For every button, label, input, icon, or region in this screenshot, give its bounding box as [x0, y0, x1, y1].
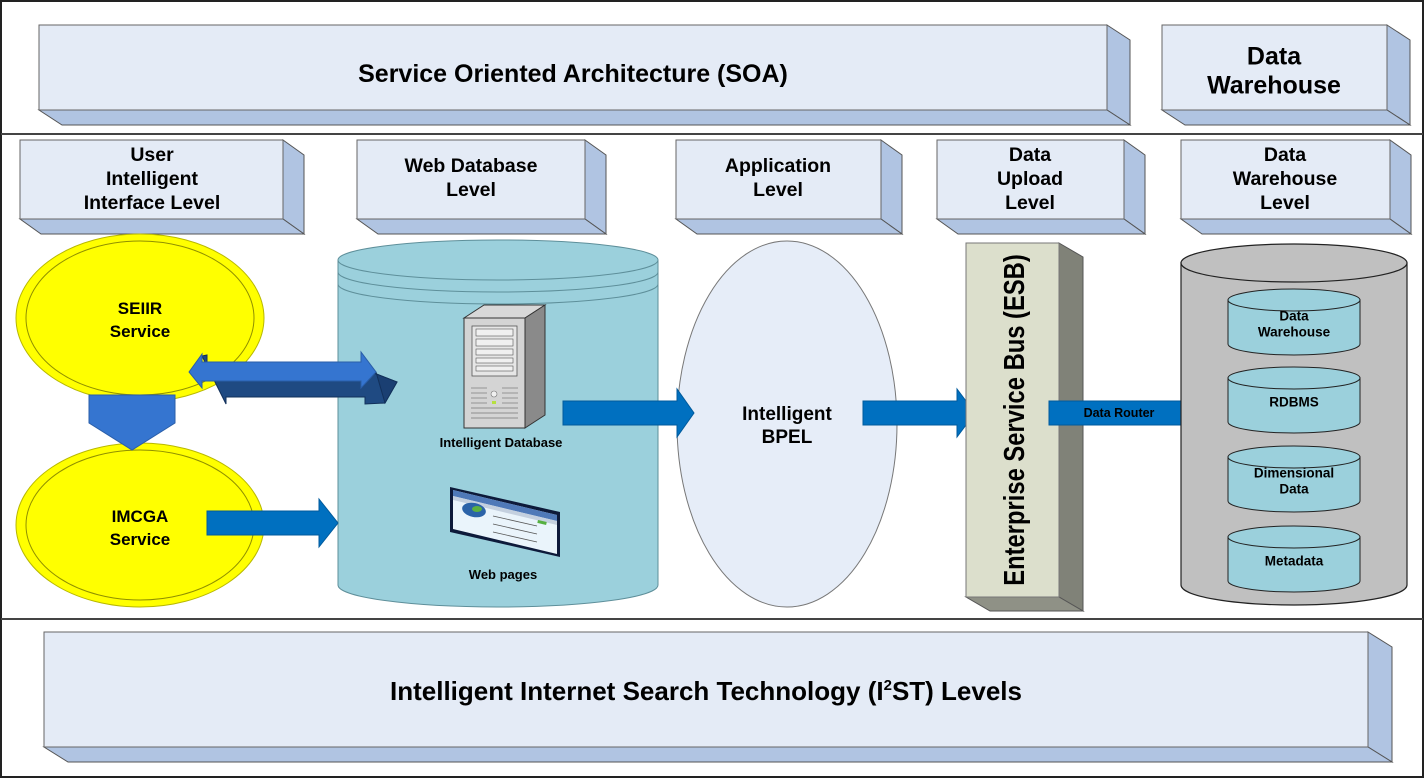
- level-application-label-line-2: Level: [753, 179, 803, 201]
- level-box-data-upload-face: [936, 139, 1125, 220]
- seiir-webdb-bidirectional-arrow: [188, 350, 398, 405]
- browser-window-icon: [450, 487, 560, 557]
- level-web-database-label-line-1: Web Database: [405, 155, 538, 177]
- level-box-user-interface-side: [282, 139, 305, 235]
- level-box-application-bevel: [674, 218, 904, 235]
- level-box-data-upload-bevel: [935, 218, 1147, 235]
- level-box-user-interface-bevel: [18, 218, 306, 235]
- i2st-label-sup: 2: [884, 677, 892, 694]
- i2st-label: Intelligent Internet Search Technology (…: [390, 676, 1022, 706]
- soa-box[interactable]: Service Oriented Architecture (SOA): [37, 24, 1132, 126]
- store-top: [1227, 445, 1361, 469]
- store-body: [1227, 299, 1361, 356]
- level-box-data-upload-side: [1123, 139, 1146, 235]
- imcga-label-1: IMCGA: [112, 507, 169, 526]
- level-box-data-warehouse-face: [1180, 139, 1391, 220]
- i2st-levels-box-face: [43, 631, 1369, 748]
- store-body: [1227, 456, 1361, 513]
- esb-label: Enterprise Service Bus (ESB): [998, 254, 1031, 585]
- store-body: [1227, 377, 1361, 434]
- store-top: [1227, 525, 1361, 549]
- i2st-label-suffix: ST) Levels: [892, 676, 1022, 706]
- imcga-label-2: Service: [110, 530, 171, 549]
- webdb-to-bpel-arrow: [562, 387, 695, 439]
- seiir-label-1: SEIIR: [118, 299, 162, 318]
- level-box-user-interface-face: [19, 139, 284, 220]
- store-1-label-line-2: Warehouse: [1258, 325, 1331, 340]
- store-body: [1227, 536, 1361, 593]
- enterprise-service-bus[interactable]: Enterprise Service Bus (ESB): [964, 242, 1085, 612]
- level-box-web-database-side: [584, 139, 607, 235]
- level-box-web-database-face: [356, 139, 586, 220]
- imcga-to-webdb-arrow: [206, 497, 339, 549]
- i2st-levels-box-bevel: [42, 746, 1394, 763]
- store-2-label-line-1: RDBMS: [1269, 395, 1319, 410]
- warehouse-store-4[interactable]: Metadata: [1227, 525, 1361, 593]
- level-data-warehouse-label-line-1: Data: [1264, 144, 1306, 166]
- level-box-application-side: [880, 139, 903, 235]
- seiir-to-imcga-arrow: [88, 394, 176, 451]
- store-3-label-line-1: Dimensional: [1254, 466, 1334, 481]
- i2st-levels-box-side: [1367, 631, 1393, 763]
- i2st-label-prefix: Intelligent Internet Search Technology (…: [390, 676, 884, 706]
- i2st-levels-box[interactable]: Intelligent Internet Search Technology (…: [42, 631, 1394, 763]
- store-3-label-line-2: Data: [1279, 482, 1309, 497]
- store-top: [1227, 288, 1361, 312]
- data-warehouse-top-label-line-1: Data: [1247, 42, 1302, 70]
- bpel-label-2: BPEL: [762, 427, 813, 448]
- warehouse-store-2[interactable]: RDBMS: [1227, 366, 1361, 434]
- store-1-label-line-1: Data: [1279, 309, 1309, 324]
- soa-box-face: [38, 24, 1108, 111]
- imcga-service[interactable]: IMCGA Service: [15, 442, 265, 608]
- level-user-interface-label-line-2: Intelligent: [106, 168, 199, 190]
- data-warehouse-top-box-face: [1161, 24, 1388, 111]
- level-data-upload-label-line-2: Upload: [997, 168, 1063, 190]
- bpel-label-1: Intelligent: [742, 404, 832, 425]
- data-warehouse-top-box-bevel: [1160, 109, 1412, 126]
- level-data-upload-label-line-3: Level: [1005, 192, 1055, 214]
- data-warehouse-top-box-side: [1386, 24, 1411, 126]
- level-user-interface-label-line-1: User: [130, 144, 174, 166]
- data-router-label: Data Router: [1084, 406, 1155, 420]
- level-box-application-face: [675, 139, 882, 220]
- server-tower-icon: [462, 304, 547, 429]
- level-box-data-warehouse-side: [1389, 139, 1412, 235]
- level-data-upload-label-line-1: Data: [1009, 144, 1051, 166]
- level-application-label-line-1: Application: [725, 155, 831, 177]
- soa-label: Service Oriented Architecture (SOA): [358, 60, 788, 88]
- store-4-label-line-1: Metadata: [1265, 554, 1324, 569]
- soa-box-bevel: [37, 109, 1132, 126]
- soa-box-side: [1106, 24, 1131, 126]
- web-database-cylinder: [337, 239, 659, 608]
- web-pages-label: Web pages: [469, 567, 537, 582]
- level-box-data-warehouse-bevel: [1179, 218, 1413, 235]
- store-top: [1227, 366, 1361, 390]
- level-data-warehouse-label-line-2: Warehouse: [1233, 168, 1338, 190]
- data-warehouse-top-label-line-2: Warehouse: [1207, 71, 1341, 99]
- level-web-database-label-line-2: Level: [446, 179, 496, 201]
- level-user-interface-label-line-3: Interface Level: [84, 192, 221, 214]
- seiir-label-2: Service: [110, 322, 171, 341]
- level-data-warehouse-label-line-3: Level: [1260, 192, 1310, 214]
- level-box-web-database-bevel: [355, 218, 608, 235]
- intelligent-database-label: Intelligent Database: [440, 435, 563, 450]
